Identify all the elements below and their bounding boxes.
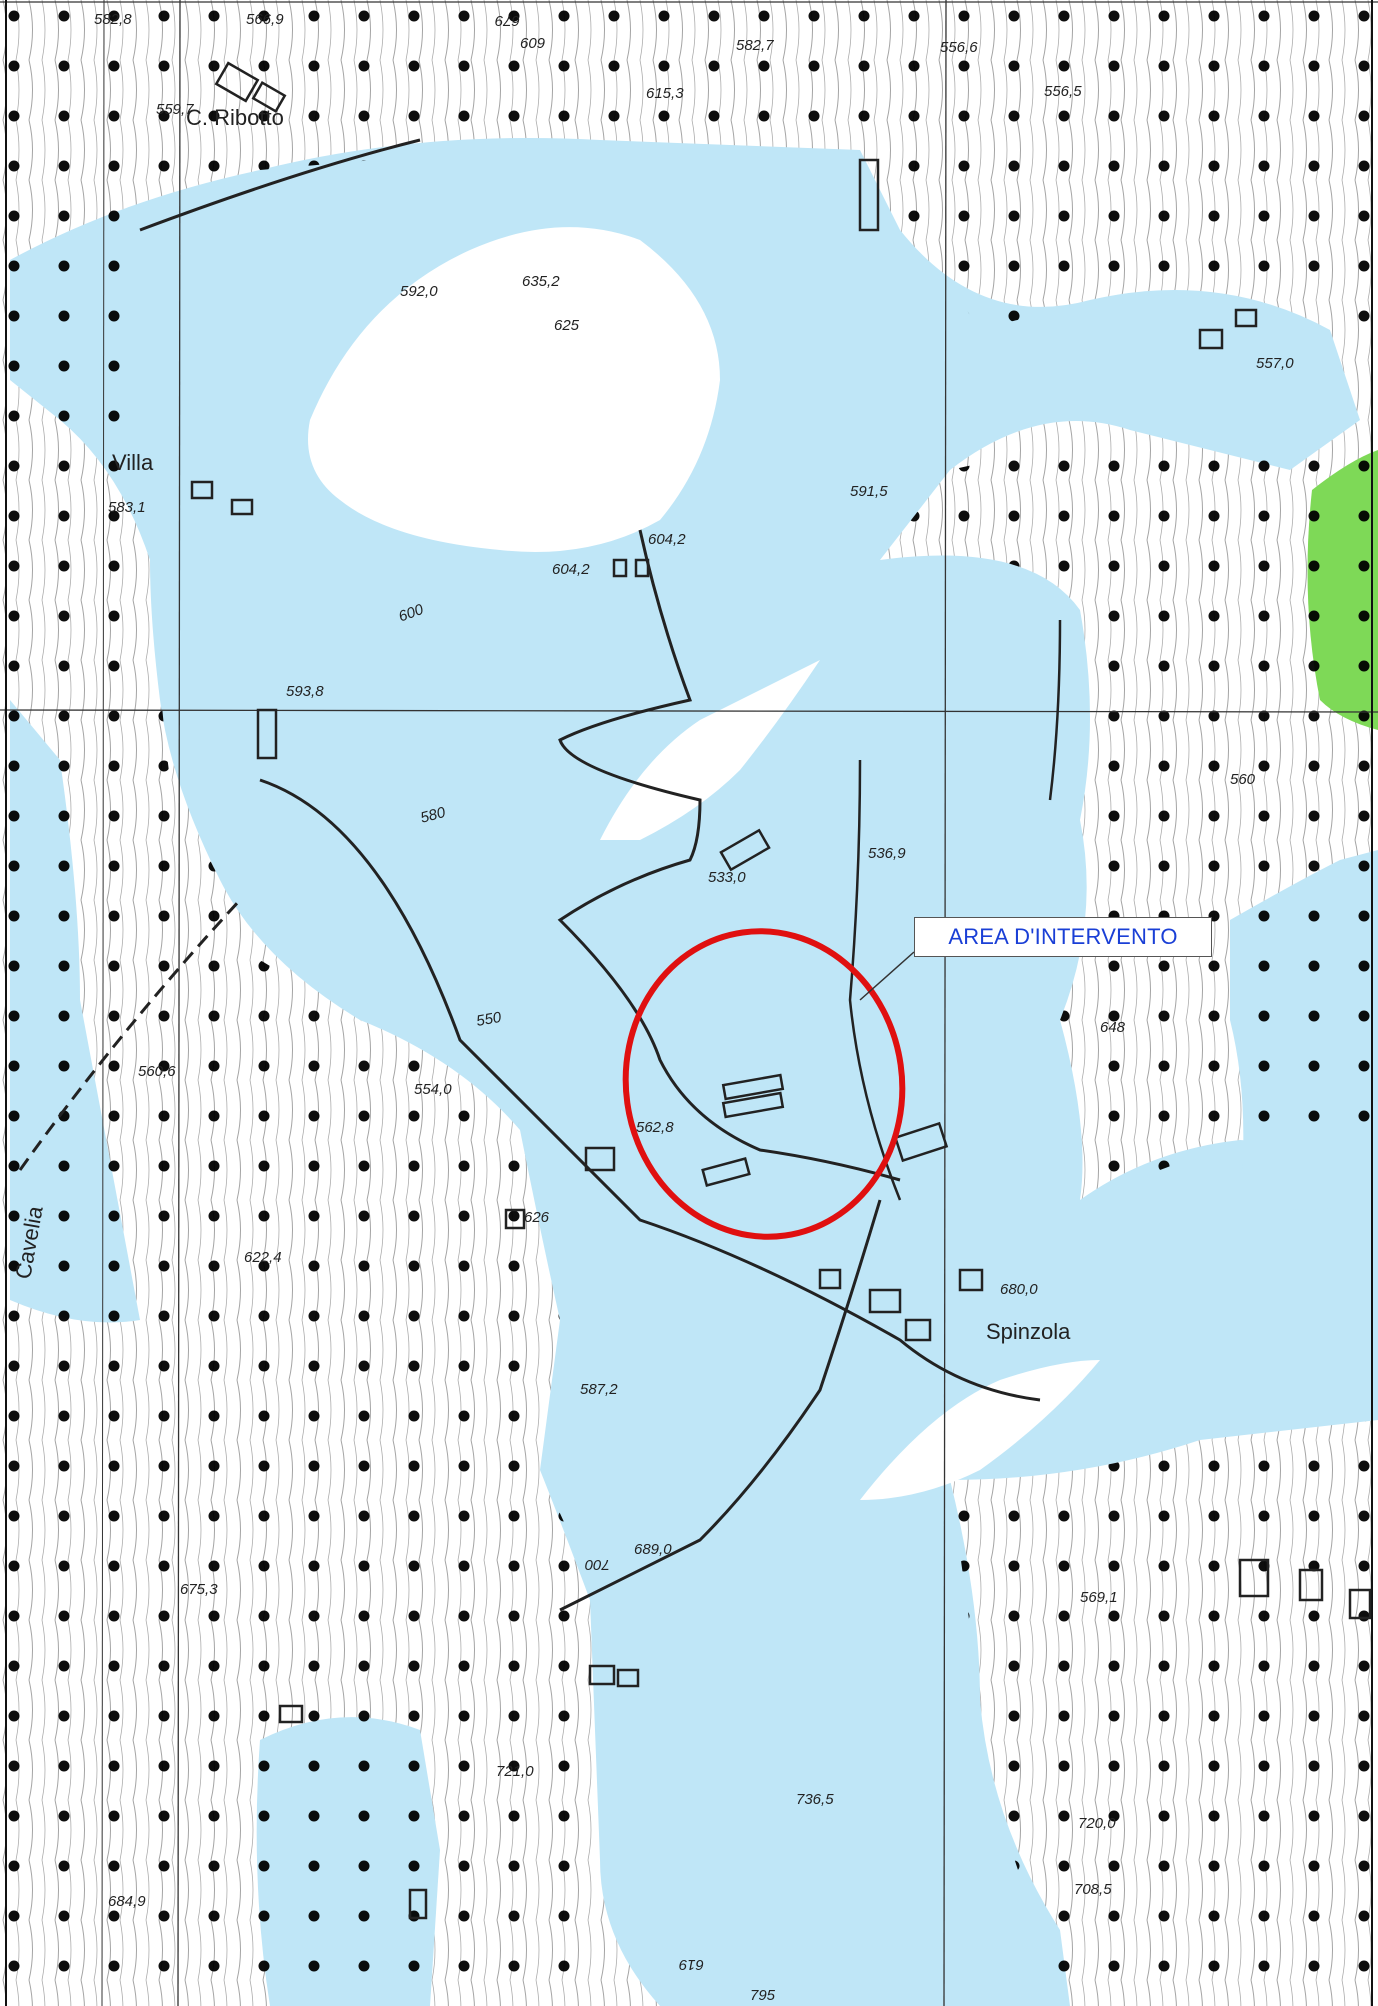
svg-text:560: 560 — [1230, 771, 1256, 788]
svg-text:587,2: 587,2 — [580, 1381, 618, 1398]
svg-text:582,7: 582,7 — [736, 37, 774, 54]
svg-text:569,1: 569,1 — [1080, 1589, 1118, 1606]
svg-text:626: 626 — [524, 1209, 550, 1226]
svg-text:680,0: 680,0 — [1000, 1281, 1038, 1298]
grid-line-h1 — [0, 709, 1378, 713]
svg-text:592,0: 592,0 — [400, 283, 438, 300]
svg-text:550: 550 — [475, 1009, 503, 1030]
svg-text:689,0: 689,0 — [634, 1541, 672, 1558]
svg-text:625: 625 — [554, 317, 580, 334]
svg-text:604,2: 604,2 — [552, 561, 590, 578]
svg-text:609: 609 — [520, 35, 546, 52]
dot-pattern-left — [0, 0, 600, 2006]
grid-line-v2 — [943, 0, 947, 2006]
buildings — [190, 61, 1372, 1920]
dot-pattern-right — [880, 430, 1378, 2006]
callout-leader-line — [859, 951, 915, 1001]
road-main — [139, 138, 1041, 1402]
svg-text:615,3: 615,3 — [646, 85, 684, 102]
intervention-area-ellipse — [622, 928, 906, 1240]
svg-text:557,0: 557,0 — [1256, 355, 1294, 372]
svg-text:721,0: 721,0 — [496, 1763, 534, 1780]
svg-text:554,0: 554,0 — [414, 1081, 452, 1098]
place-label-ribotto: C. Ribotto — [186, 105, 284, 130]
svg-text:591,5: 591,5 — [850, 483, 888, 500]
intervention-area-callout: AREA D'INTERVENTO — [914, 917, 1212, 957]
svg-text:720,0: 720,0 — [1078, 1815, 1116, 1832]
place-label-spinzola: Spinzola — [986, 1319, 1071, 1344]
svg-text:795: 795 — [750, 1987, 776, 2004]
svg-text:675,3: 675,3 — [180, 1581, 218, 1598]
svg-text:679: 679 — [494, 12, 520, 29]
svg-text:580: 580 — [419, 804, 448, 827]
svg-text:593,8: 593,8 — [286, 683, 324, 700]
clearing-switchback — [600, 660, 820, 840]
svg-text:556,5: 556,5 — [1044, 83, 1082, 100]
svg-text:604,2: 604,2 — [648, 531, 686, 548]
road-switchback — [557, 529, 901, 1182]
svg-text:622,4: 622,4 — [244, 1249, 282, 1266]
svg-text:708,5: 708,5 — [1074, 1881, 1112, 1898]
svg-text:635,2: 635,2 — [522, 273, 560, 290]
svg-text:583,1: 583,1 — [108, 499, 146, 516]
road-east — [848, 619, 1062, 1201]
hazard-zone-main — [10, 138, 1378, 2006]
svg-text:559,7: 559,7 — [156, 101, 194, 118]
svg-text:556,6: 556,6 — [940, 39, 978, 56]
svg-text:700: 700 — [584, 1556, 610, 1573]
place-label-villa: Villa — [112, 450, 154, 475]
grid-line-v1 — [177, 0, 181, 2006]
svg-text:648: 648 — [1100, 1019, 1126, 1036]
svg-text:684,9: 684,9 — [108, 1893, 146, 1910]
svg-text:562,8: 562,8 — [636, 1119, 674, 1136]
grid-line-v3 — [101, 0, 105, 2006]
svg-text:560,6: 560,6 — [138, 1063, 176, 1080]
clearing-hilltop — [308, 227, 720, 552]
svg-text:533,0: 533,0 — [708, 869, 746, 886]
svg-text:566,9: 566,9 — [246, 11, 284, 28]
elevation-labels: 582,8 566,9 609 679 582,7 556,6 556,5 61… — [94, 11, 1294, 2004]
road-south — [559, 1199, 882, 1612]
svg-text:536,9: 536,9 — [868, 845, 906, 862]
svg-text:582,8: 582,8 — [94, 11, 132, 28]
road-dashed-west — [18, 898, 242, 1171]
dot-pattern-top — [150, 0, 1378, 330]
svg-text:619: 619 — [678, 1956, 704, 1973]
clearing-lower-right — [860, 1360, 1100, 1500]
svg-text:736,5: 736,5 — [796, 1791, 834, 1808]
